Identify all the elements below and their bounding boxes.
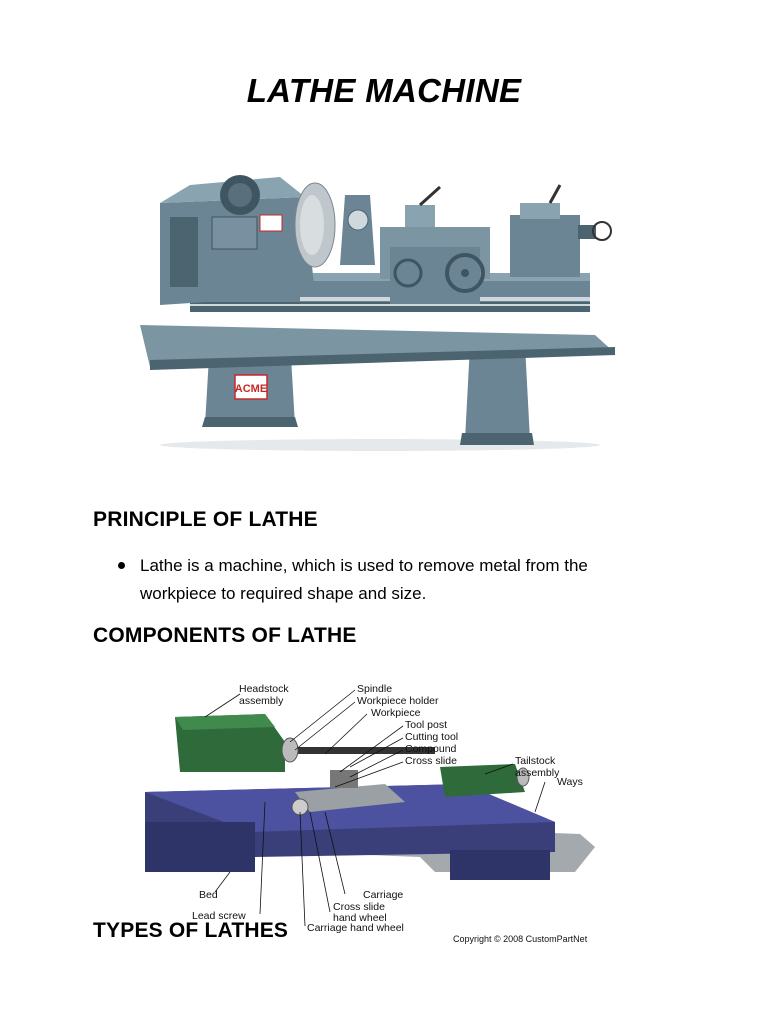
principle-bullet: Lathe is a machine, which is used to rem… [118, 552, 678, 608]
label-workpiece: Workpiece [371, 707, 421, 719]
bullet-dot [118, 562, 125, 569]
components-heading: COMPONENTS OF LATHE [93, 624, 357, 647]
label-cutting-tool: Cutting tool [405, 731, 458, 743]
label-cross-slide-hw-2: hand wheel [333, 912, 387, 924]
label-headstock: Headstock [239, 683, 289, 695]
page-title: LATHE MACHINE [246, 72, 522, 109]
principle-heading: PRINCIPLE OF LATHE [93, 508, 318, 531]
bullet-line-2: workpiece to required shape and size. [140, 584, 427, 603]
label-carriage: Carriage [363, 889, 403, 901]
label-lead-screw: Lead screw [192, 910, 246, 922]
lathe-components-diagram: Headstock assembly Spindle Workpiece hol… [145, 683, 595, 944]
label-headstock-2: assembly [239, 695, 284, 707]
types-heading: TYPES OF LATHES [93, 919, 289, 942]
label-tailstock-2: assembly [515, 767, 560, 779]
label-cross-slide-hw: Cross slide [333, 901, 385, 913]
bullet-line-1: Lathe is a machine, which is used to rem… [140, 556, 588, 575]
lathe-machine-image: ACME [140, 175, 615, 451]
label-ways: Ways [557, 776, 583, 788]
label-tool-post: Tool post [405, 719, 447, 731]
label-workpiece-holder: Workpiece holder [357, 695, 439, 707]
label-bed: Bed [199, 889, 218, 901]
label-cross-slide: Cross slide [405, 755, 457, 767]
diagram-copyright: Copyright © 2008 CustomPartNet [453, 934, 588, 944]
label-spindle: Spindle [357, 683, 392, 695]
label-compound: Compound [405, 743, 457, 755]
brand-plate-text: ACME [235, 383, 267, 395]
label-tailstock: Tailstock [515, 755, 556, 767]
label-carriage-hw: Carriage hand wheel [307, 922, 404, 934]
